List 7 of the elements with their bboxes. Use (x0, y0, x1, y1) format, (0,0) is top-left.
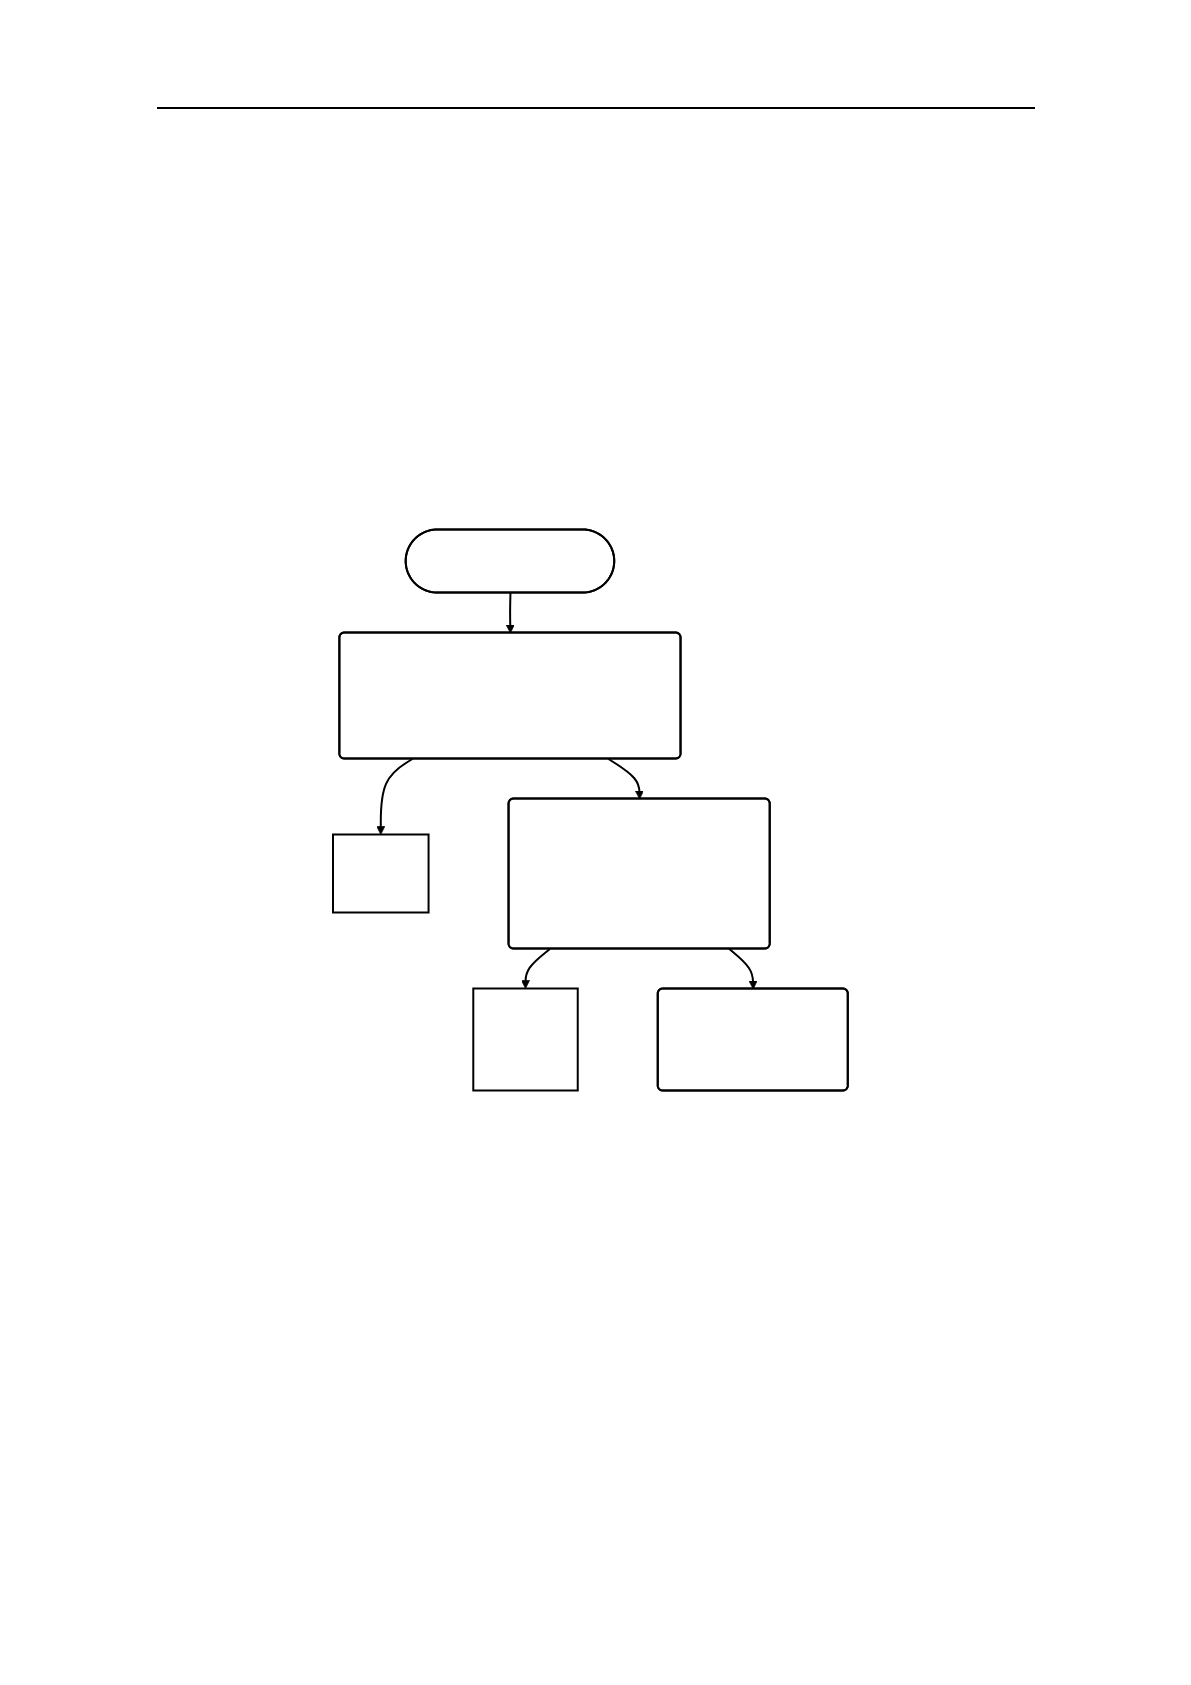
arrow (727, 948, 758, 990)
arrow (520, 948, 551, 989)
node-box (331, 833, 430, 914)
arrow (607, 758, 644, 800)
arrow (376, 758, 413, 835)
arrow (505, 592, 515, 634)
node-box (471, 987, 579, 1092)
